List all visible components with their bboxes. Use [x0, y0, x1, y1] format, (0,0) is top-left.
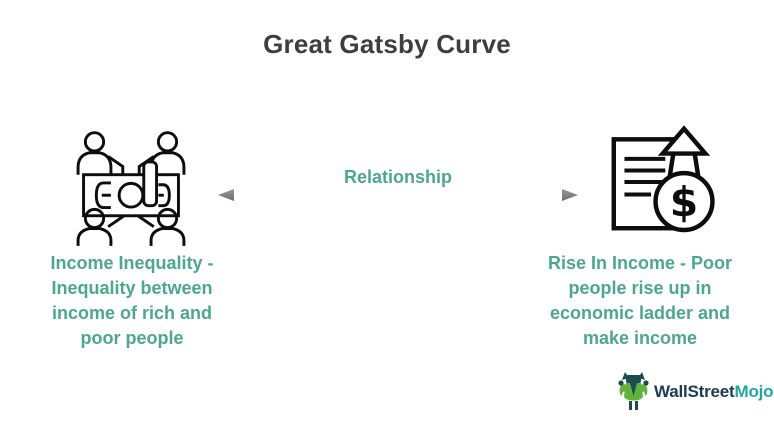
- caption-line: Rise In Income - Poor: [547, 253, 733, 273]
- wallstreetmojo-mascot-icon: [618, 372, 649, 410]
- relationship-label: Relationship: [343, 167, 452, 187]
- dollar-sign-glyph: $: [670, 178, 698, 226]
- logo-text-primary: WallStreet: [654, 382, 735, 401]
- right-caption: Rise In Income - Poor people rise up in …: [527, 251, 753, 351]
- logo-text-secondary: Mojo: [734, 382, 774, 401]
- caption-line: Inequality between: [51, 278, 213, 298]
- document-dollar-rising-arrow-icon: $: [596, 118, 724, 238]
- caption-line: make income: [582, 328, 698, 348]
- double-headed-arrow: [218, 188, 578, 202]
- page-title: Great Gatsby Curve: [263, 29, 511, 59]
- caption-line: poor people: [80, 328, 184, 348]
- caption-line: Income Inequality -: [50, 253, 214, 273]
- document-dollar-rising-arrow-svg: $: [611, 125, 715, 233]
- caption-line: income of rich and: [51, 303, 213, 323]
- wallstreetmojo-logo: WallStreetMojo: [617, 371, 774, 413]
- people-sharing-money-icon: [58, 116, 204, 248]
- people-sharing-money-svg: [76, 131, 186, 246]
- logo-text: WallStreetMojo: [654, 382, 774, 402]
- caption-line: economic ladder and: [549, 303, 731, 323]
- caption-line: people rise up in: [568, 278, 712, 298]
- left-caption: Income Inequality - Inequality between i…: [25, 251, 239, 351]
- double-headed-arrow-svg: [218, 189, 578, 201]
